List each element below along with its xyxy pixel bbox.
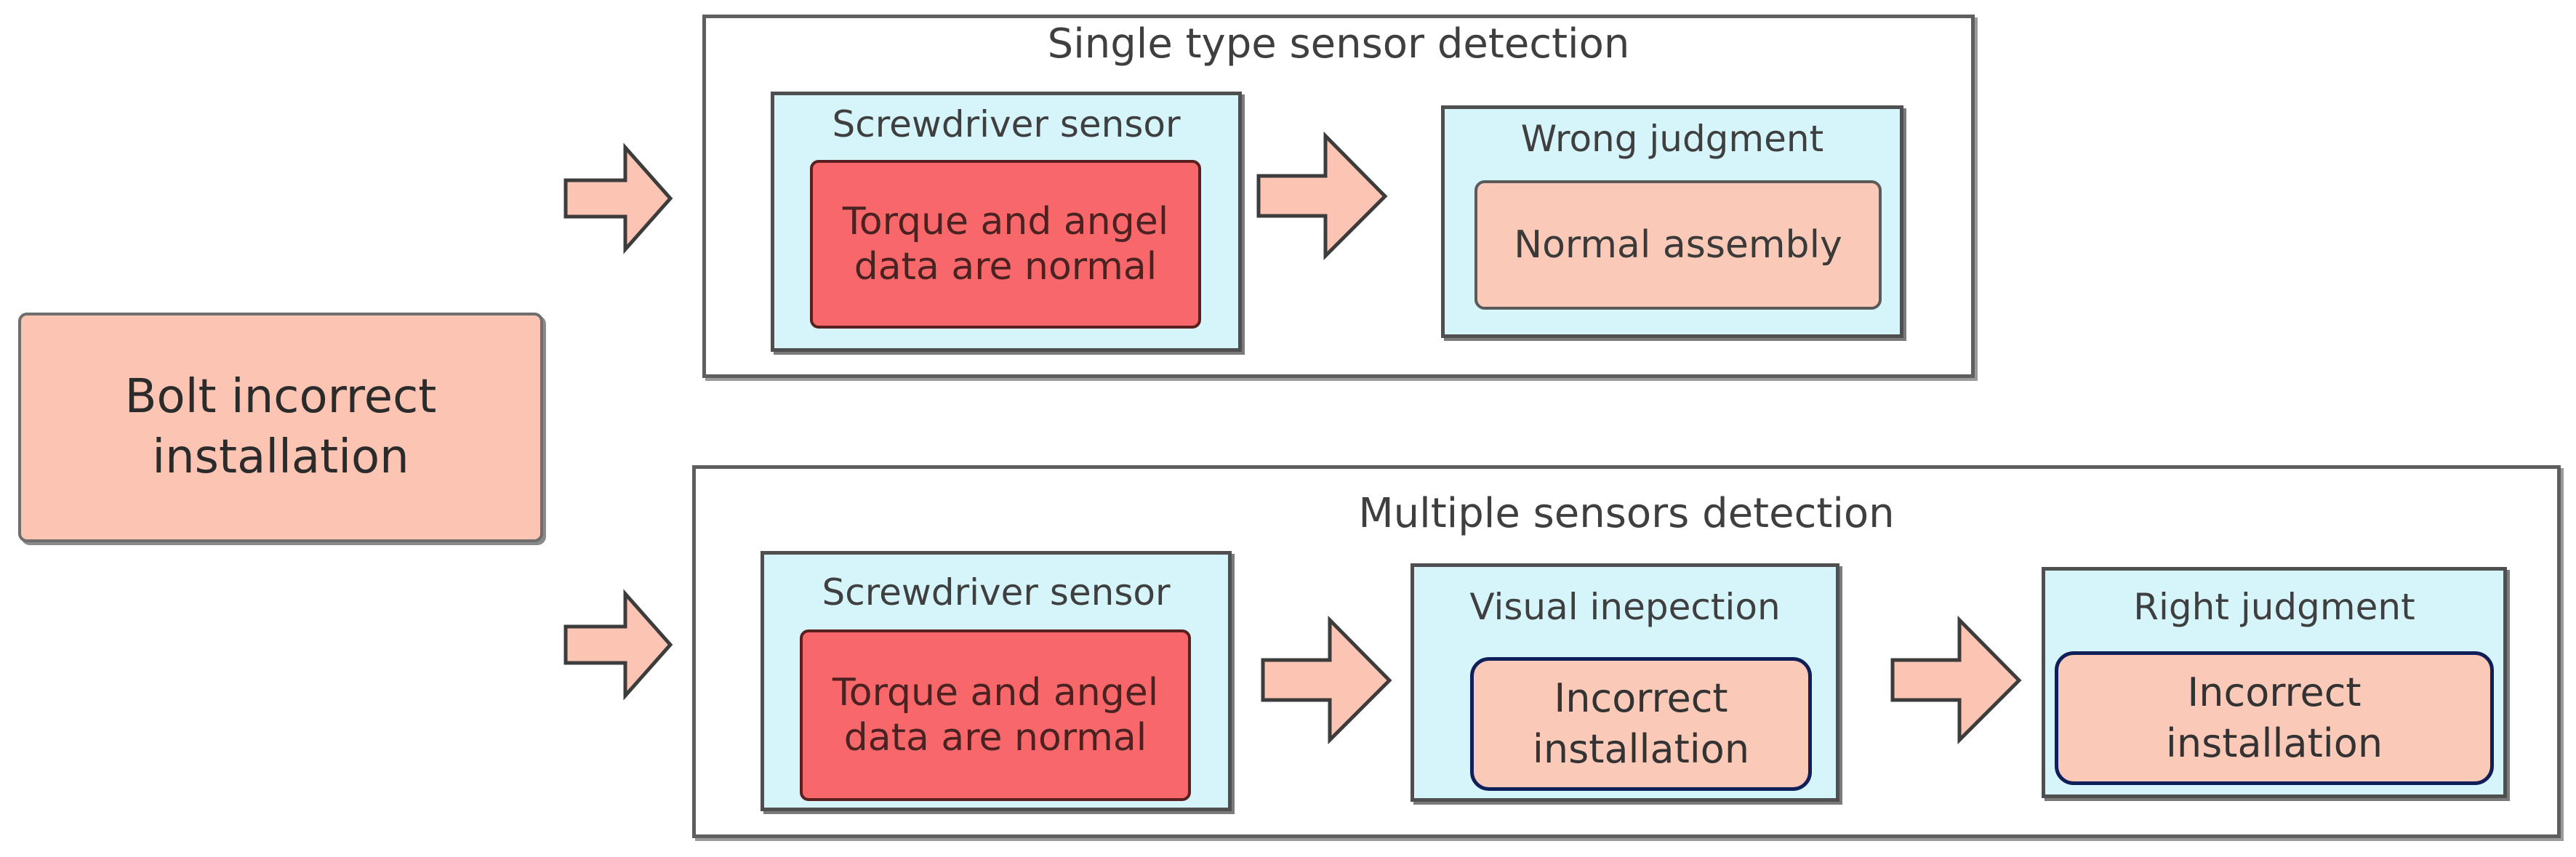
single-torque-angle-box: Torque and angel data are normal [810, 160, 1201, 329]
wrong-judgment-title: Wrong judgment [1520, 118, 1824, 160]
right-incorrect-installation-box: Incorrect installation [2055, 651, 2494, 785]
arrow-to-single-panel-icon [563, 142, 673, 254]
normal-assembly-box: Normal assembly [1474, 180, 1882, 310]
visual-inspection-title: Visual inepection [1469, 586, 1781, 628]
arrow-visual-to-right-judgment-icon [1890, 615, 2022, 745]
single-panel-title: Single type sensor detection [1047, 20, 1630, 68]
arrow-to-multiple-panel-icon [563, 589, 673, 701]
start-label: Bolt incorrect installation [124, 369, 437, 484]
bolt-incorrect-installation-box: Bolt incorrect installation [18, 313, 543, 542]
multiple-panel-title: Multiple sensors detection [1358, 490, 1895, 537]
visual-incorrect-installation-box: Incorrect installation [1470, 657, 1812, 791]
right-judgment-title: Right judgment [2133, 586, 2415, 628]
multiple-screwdriver-sensor-title: Screwdriver sensor [822, 571, 1171, 613]
arrow-sensor-to-visual-icon [1261, 615, 1392, 745]
multiple-torque-angle-box: Torque and angel data are normal [800, 629, 1191, 801]
arrow-sensor-to-wrong-judgment-icon [1256, 131, 1388, 261]
single-screwdriver-sensor-title: Screwdriver sensor [832, 103, 1181, 145]
